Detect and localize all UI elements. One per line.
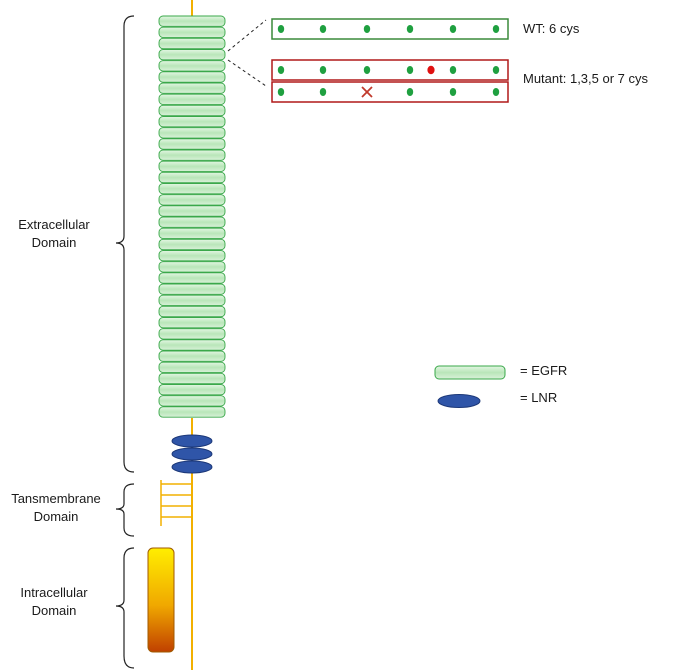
- egfr-repeat: [158, 216, 226, 228]
- mutant-egfr-box-1: [271, 59, 509, 81]
- egfr-repeat: [158, 93, 226, 105]
- cysteine-dot: [449, 25, 457, 33]
- transmembrane-domain-label: Tansmembrane Domain: [11, 491, 101, 524]
- egfr-repeat: [158, 372, 226, 385]
- egfr-repeat: [158, 71, 226, 83]
- egfr-repeat: [158, 261, 226, 273]
- egfr-repeat: [158, 26, 226, 38]
- egfr-repeat: [158, 384, 226, 396]
- cysteine-dot: [492, 66, 500, 74]
- egfr-repeat: [158, 37, 226, 50]
- egfr-repeat: [158, 227, 226, 239]
- cysteine-dot: [319, 25, 327, 33]
- legend-egfr-label: = EGFR: [520, 363, 568, 378]
- cysteine-dot: [277, 66, 285, 74]
- cysteine-dot: [449, 88, 457, 96]
- cysteine-dot: [406, 66, 414, 74]
- intracellular-domain-label: Intracellular Domain: [20, 585, 88, 618]
- egfr-repeat: [158, 171, 226, 184]
- intracellular-domain-bar: [147, 547, 175, 653]
- cysteine-dot: [492, 88, 500, 96]
- egfr-repeat: [158, 272, 226, 284]
- legend-egfr-symbol: [434, 365, 506, 380]
- egfr-repeat: [158, 138, 226, 150]
- cysteine-dot: [277, 88, 285, 96]
- lnr-repeat: [171, 447, 213, 461]
- egfr-repeat: [158, 183, 226, 195]
- egfr-repeat: [158, 60, 226, 72]
- egfr-repeat: [158, 149, 226, 161]
- egfr-repeat: [158, 406, 226, 418]
- extracellular-domain-label: Extracellular Domain: [18, 217, 90, 250]
- mutant-callout-label: Mutant: 1,3,5 or 7 cys: [523, 71, 649, 86]
- cysteine-dot: [406, 88, 414, 96]
- mutant-egfr-box-2: [271, 81, 509, 103]
- egfr-repeat: [158, 305, 226, 318]
- egfr-repeat: [158, 339, 226, 351]
- extracellular-bracket: [115, 15, 135, 473]
- egfr-repeat: [158, 294, 226, 306]
- intracellular-bracket: [115, 547, 135, 669]
- egfr-repeat: [158, 250, 226, 262]
- egfr-repeat: [158, 317, 226, 329]
- lnr-repeat-stack: [171, 434, 213, 474]
- legend-lnr-symbol: [437, 394, 481, 408]
- egfr-repeat: [158, 160, 226, 172]
- legend-lnr-label: = LNR: [520, 390, 558, 405]
- cysteine-dot: [363, 66, 371, 74]
- egfr-repeat: [158, 361, 226, 373]
- wt-callout-label: WT: 6 cys: [523, 21, 580, 36]
- cysteine-dot: [319, 88, 327, 96]
- egfr-repeat: [158, 205, 226, 217]
- egfr-repeat: [158, 116, 226, 128]
- cysteine-dot: [277, 25, 285, 33]
- transmembrane-bracket: [115, 483, 135, 537]
- lnr-repeat: [171, 434, 213, 448]
- cysteine-dots: [277, 25, 500, 96]
- egfr-repeat: [158, 283, 226, 295]
- egfr-repeat: [158, 15, 226, 27]
- egfr-repeat: [158, 194, 226, 206]
- cysteine-dot: [492, 25, 500, 33]
- egfr-repeat: [158, 127, 226, 139]
- cysteine-dot: [449, 66, 457, 74]
- egfr-repeat: [158, 350, 226, 362]
- lnr-repeat: [171, 460, 213, 474]
- egfr-repeat: [158, 238, 226, 251]
- egfr-repeat: [158, 82, 226, 94]
- egfr-repeat: [158, 328, 226, 340]
- cysteine-dot: [319, 66, 327, 74]
- cysteine-dot: [363, 25, 371, 33]
- egfr-repeat: [158, 49, 226, 61]
- extra-cysteine-dot: [427, 65, 435, 75]
- egfr-repeat-stack: [158, 15, 226, 418]
- zoom-line-top: [227, 19, 267, 52]
- wt-egfr-box: [271, 18, 509, 40]
- cysteine-dot: [406, 25, 414, 33]
- egfr-repeat: [158, 104, 226, 117]
- transmembrane-ladder: [160, 480, 192, 526]
- missing-cysteine-x: [361, 86, 373, 98]
- egfr-repeat: [158, 395, 226, 407]
- zoom-line-bottom: [227, 59, 267, 87]
